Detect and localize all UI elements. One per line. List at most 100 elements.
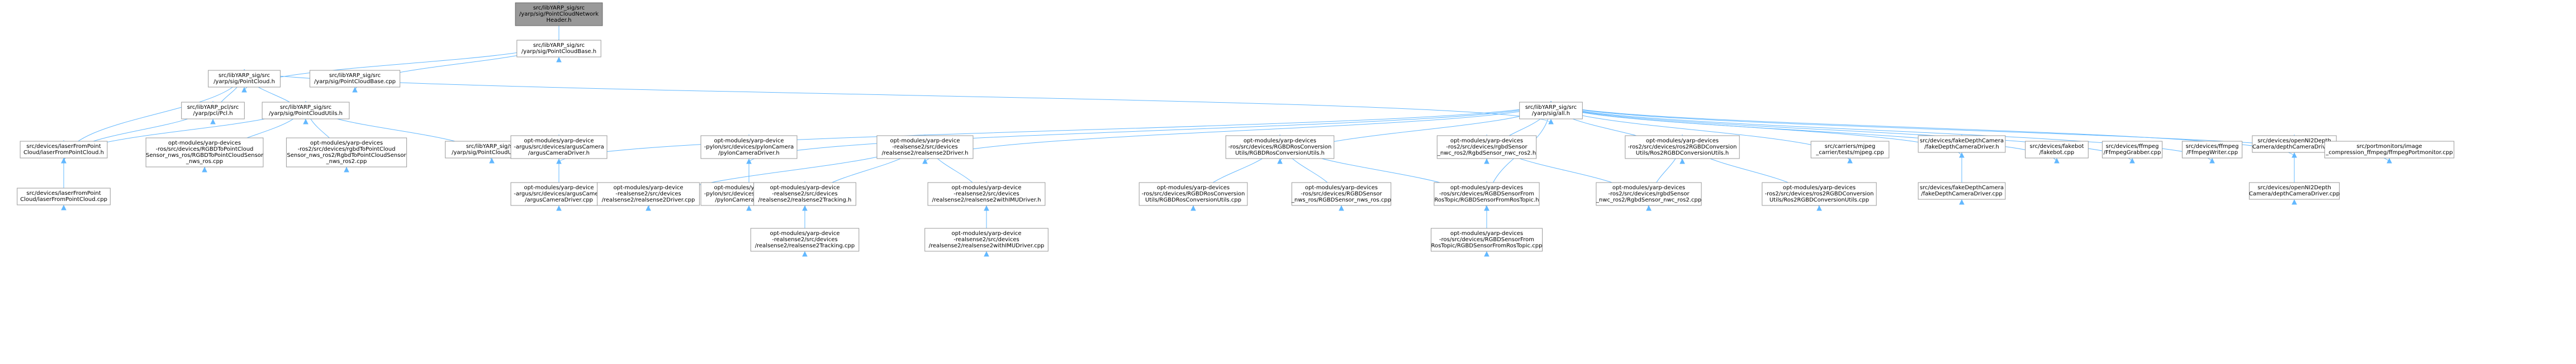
node-label-line: /fakeDepthCameraDriver.cpp [1921, 191, 2003, 197]
graph-node[interactable]: opt-modules/yarp-devices-ros2/src/device… [1762, 182, 1877, 206]
graph-node[interactable]: src/devices/laserFromPointCloud/laserFro… [20, 141, 108, 159]
graph-node[interactable]: src/libYARP_sig/src/yarp/sig/PointCloud.… [208, 70, 281, 88]
node-label-line: -argus/src/devices/argusCamera [514, 144, 604, 150]
node-box [876, 135, 974, 159]
graph-node[interactable]: opt-modules/yarp-devices-ros2/src/device… [1596, 182, 1702, 206]
node-label-line: /realsense2/realsense2withIMUDriver.h [932, 197, 1041, 203]
node-label-line: /realsense2/realsense2Tracking.h [758, 197, 852, 203]
node-label-line: src/devices/ffmpeg [2106, 143, 2159, 150]
node-label-line: opt-modules/yarp-device [524, 138, 594, 144]
node-label-line: Camera/depthCameraDriver.cpp [2249, 191, 2340, 197]
edge-line [244, 69, 1552, 124]
node-box [2252, 135, 2337, 153]
graph-node[interactable]: src/libYARP_pcl/src/yarp/pcl/Pcl.h [181, 102, 245, 119]
graph-node[interactable]: src/devices/ffmpeg/FfmpegGrabber.cpp [2101, 141, 2163, 159]
graph-node[interactable]: src/libYARP_sig/src/yarp/sig/all.h [1519, 102, 1583, 119]
node-label-line: src/portmonitors/image [2356, 143, 2422, 150]
graph-node[interactable]: opt-modules/yarp-device-argus/src/device… [510, 135, 608, 159]
arrowhead [1484, 158, 1489, 164]
node-label-line: src/devices/fakebot [2029, 143, 2084, 150]
arrowhead [1484, 251, 1489, 257]
node-label-line: /yarp/sig/PointCloudNetwork [519, 11, 599, 17]
graph-node[interactable]: src/devices/ffmpeg/FfmpegWriter.cpp [2181, 141, 2243, 159]
graph-node[interactable]: opt-modules/yarp-devices-ros/src/devices… [1225, 135, 1335, 159]
graph-node[interactable]: src/devices/openNI2DepthCamera/depthCame… [2252, 135, 2337, 153]
node-label-line: Utils/Ros2RGBDConversionUtils.h [1636, 150, 1729, 156]
node-label-line: /yarp/sig/PointCloudUtils.cpp [452, 150, 532, 156]
graph-node[interactable]: opt-modules/yarp-devices-ros/src/devices… [1138, 182, 1248, 206]
node-label-line: /pylonCameraDriver.h [718, 150, 779, 156]
graph-node[interactable]: opt-modules/yarp-device-realsense2/src/d… [924, 228, 1049, 252]
arrowhead [241, 87, 247, 93]
node-label-line: src/libYARP_pcl/src [187, 104, 239, 111]
graph-node[interactable]: opt-modules/yarp-device-realsense2/src/d… [927, 182, 1046, 206]
node-label-line: /yarp/sig/PointCloudBase.h [521, 49, 596, 55]
graph-node[interactable]: opt-modules/yarp-devices-ros/src/devices… [1434, 182, 1540, 206]
node-label-line: opt-modules/yarp-devices [310, 140, 383, 146]
graph-node[interactable]: opt-modules/yarp-devices-ros/src/devices… [1291, 182, 1392, 206]
node-label-line: src/libYARP_sig/src [1525, 104, 1577, 111]
graph-node[interactable]: src/portmonitors/image_compression_ffmpe… [2324, 141, 2455, 159]
node-label-line: -argus/src/devices/argusCamera [514, 191, 604, 197]
node-label-line: /yarp/sig/PointCloud.h [214, 79, 275, 85]
graph-node[interactable]: opt-modules/yarp-devices-ros2/src/device… [286, 137, 407, 167]
edge-layer [61, 1, 2392, 257]
graph-root-node: src/libYARP_sig/src/yarp/sig/PointCloudN… [515, 2, 603, 26]
node-box [2025, 141, 2089, 159]
graph-node[interactable]: opt-modules/yarp-device-realsense2/src/d… [597, 182, 700, 206]
node-label-line: -ros2/src/devices/rgbdSensor [1446, 144, 1527, 150]
graph-node[interactable]: src/carriers/mjpeg_carrier/tests/mjpeg.c… [1810, 141, 1890, 159]
graph-node[interactable]: opt-modules/yarp-devices-ros2/src/device… [1625, 135, 1740, 159]
node-label-line: /realsense2/realsense2Driver.cpp [602, 197, 695, 203]
edge-line [748, 100, 1552, 164]
node-box [1596, 182, 1702, 206]
graph-node[interactable]: src/libYARP_sig/src/yarp/sig/PointCloudB… [516, 40, 601, 58]
graph-node[interactable]: opt-modules/yarp-devices-ros2/src/device… [1436, 135, 1537, 159]
graph-node[interactable]: src/devices/fakeDepthCamera/fakeDepthCam… [1918, 135, 2006, 153]
node-label-line: opt-modules/yarp-devices [1450, 185, 1523, 191]
node-label-line: src/libYARP_sig/src [533, 5, 585, 11]
graph-node[interactable]: src/libYARP_sig/src/yarp/sig/PointCloudU… [262, 102, 350, 119]
node-label-line: -pylon/src/devices/pylonCamera [704, 144, 794, 150]
node-label-line: src/devices/ffmpeg [2186, 143, 2239, 150]
arrowhead [646, 205, 651, 211]
graph-node[interactable]: opt-modules/yarp-devices-ros/src/devices… [1431, 228, 1543, 252]
node-label-line: /argusCameraDriver.h [528, 150, 590, 156]
graph-node[interactable]: opt-modules/yarp-device-realsense2/src/d… [876, 135, 974, 159]
graph-node[interactable]: src/devices/fakeDepthCamera/fakeDepthCam… [1918, 182, 2006, 200]
graph-node[interactable]: opt-modules/yarp-device-pylon/src/device… [700, 135, 798, 159]
graph-node[interactable]: opt-modules/yarp-device-realsense2/src/d… [750, 228, 860, 252]
arrowhead [210, 118, 216, 124]
graph-node[interactable]: opt-modules/yarp-devices-ros/src/devices… [145, 137, 264, 167]
node-box [510, 182, 608, 206]
node-box [1431, 228, 1543, 252]
graph-node[interactable]: src/devices/laserFromPointCloud/laserFro… [17, 188, 111, 205]
node-label-line: opt-modules/yarp-device [714, 185, 784, 191]
node-label-line: Utils/Ros2RGBDConversionUtils.cpp [1769, 197, 1869, 203]
node-label-line: opt-modules/yarp-devices [1646, 138, 1719, 144]
node-box [700, 135, 798, 159]
graph-node[interactable]: opt-modules/yarp-device-argus/src/device… [510, 182, 608, 206]
graph-node[interactable]: src/libYARP_sig/src/yarp/sig/PointCloudB… [309, 70, 401, 88]
node-label-line: src/devices/laserFromPoint [26, 190, 101, 197]
node-label-line: opt-modules/yarp-devices [1450, 138, 1523, 144]
node-label-line: src/devices/laserFromPoint [26, 143, 101, 150]
node-label-line: -ros/src/devices/RGBDToPointCloud [156, 146, 254, 152]
graph-node[interactable]: src/devices/openNI2DepthCamera/depthCame… [2248, 182, 2340, 200]
graph-node[interactable]: opt-modules/yarp-device-realsense2/src/d… [753, 182, 856, 206]
node-label-line: -ros/src/devices/RGBDRosConversion [1142, 191, 1245, 197]
node-label-line: _compression_ffmpeg/ffmpegPortmonitor.cp… [2325, 150, 2452, 156]
arrowhead [1277, 158, 1283, 164]
node-label-line: Cloud/laserFromPointCloud.h [23, 150, 104, 156]
node-label-line: /realsense2/realsense2Driver.h [882, 150, 969, 156]
node-label-line: -realsense2/src/devices [953, 191, 1019, 197]
node-label-line: Sensor_nws_ros2/RgbdToPointCloudSensor [287, 152, 406, 159]
node-label-line: -realsense2/src/devices [892, 144, 957, 150]
arrowhead [2387, 157, 2392, 164]
node-box [1762, 182, 1877, 206]
edge-line [1550, 100, 2133, 163]
graph-node[interactable]: src/devices/fakebot/fakebot.cpp [2025, 141, 2089, 159]
node-label-line: -pylon/src/devices/pylonCamera [704, 191, 794, 197]
node-label-line: opt-modules/yarp-devices [1612, 185, 1685, 191]
node-box [2181, 141, 2243, 159]
